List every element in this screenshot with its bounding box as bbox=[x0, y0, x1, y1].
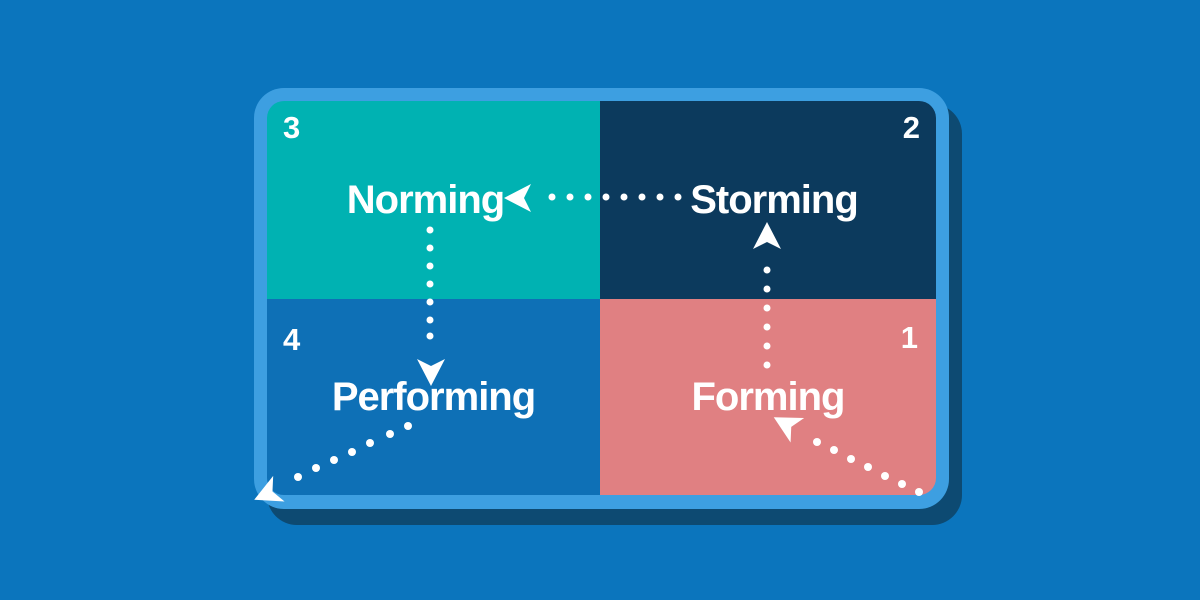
stage-number-norming: 3 bbox=[283, 110, 301, 145]
quadrant-performing: 4 Performing bbox=[267, 299, 600, 495]
stage-label-norming: Norming bbox=[346, 178, 505, 222]
stage-number-performing: 4 bbox=[283, 322, 301, 357]
stage-number-forming: 1 bbox=[900, 320, 918, 355]
stage-label-performing: Performing bbox=[331, 375, 536, 419]
stage-number-storming: 2 bbox=[902, 110, 920, 145]
quadrant-norming: 3 Norming bbox=[267, 101, 600, 299]
quadrant-forming: 1 Forming bbox=[600, 299, 936, 495]
stages-card: 3 Norming 2 Storming 4 Performing 1 Form… bbox=[254, 88, 949, 509]
stage-label-storming: Storming bbox=[690, 178, 859, 222]
quadrant-grid: 3 Norming 2 Storming 4 Performing 1 Form… bbox=[267, 101, 936, 496]
quadrant-storming: 2 Storming bbox=[600, 101, 936, 299]
stage-label-forming: Forming bbox=[691, 375, 846, 419]
